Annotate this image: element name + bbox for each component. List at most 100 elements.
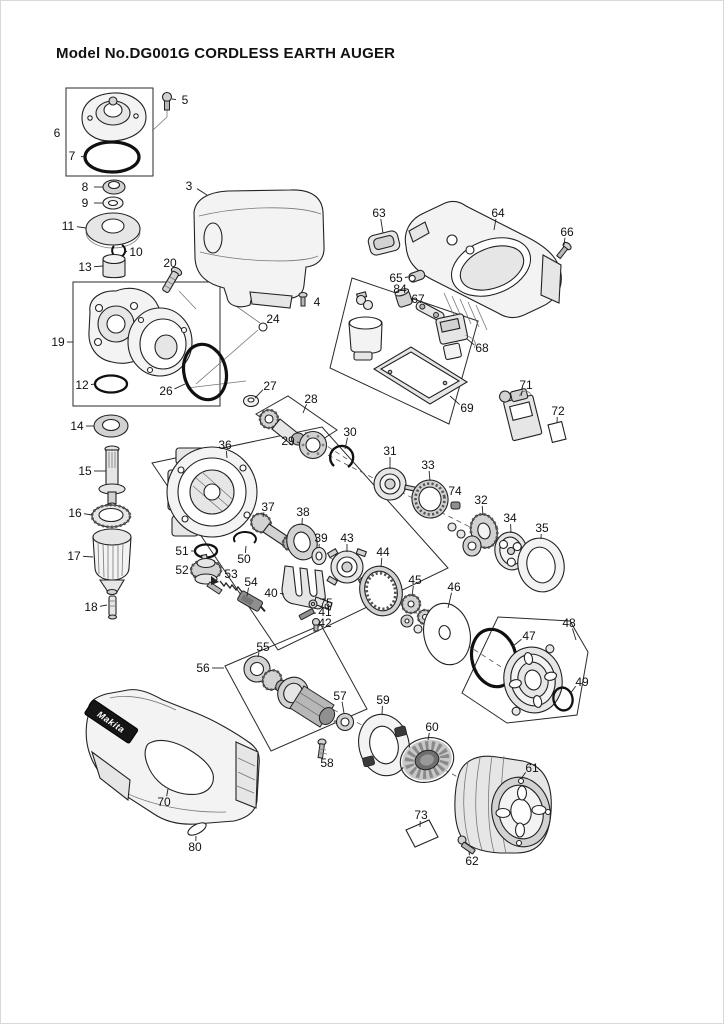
leader-line-61 — [520, 771, 527, 780]
part-36-gear-housing — [166, 446, 258, 538]
leader-line-46 — [447, 592, 452, 609]
part-number-19: 19 — [51, 335, 65, 349]
part-number-32: 32 — [474, 493, 488, 507]
leader-line-45 — [411, 585, 414, 597]
part-number-18: 18 — [84, 600, 98, 614]
part-74-pin — [450, 501, 461, 510]
part-8-nut — [102, 179, 126, 195]
part-number-29: 29 — [281, 434, 295, 448]
part-number-11: 11 — [62, 219, 75, 233]
leader-line-10 — [123, 250, 128, 252]
part-number-65: 65 — [389, 271, 403, 285]
part-number-47: 47 — [522, 629, 536, 643]
part-number-12: 12 — [75, 378, 89, 392]
leader-line-60 — [427, 732, 430, 741]
part-number-31: 31 — [383, 444, 397, 458]
part-48-bearing-retainer — [503, 644, 563, 716]
part-53-spring — [219, 580, 243, 593]
part-number-15: 15 — [78, 464, 92, 478]
part-number-33: 33 — [421, 458, 435, 472]
part-39-washer — [311, 546, 327, 566]
part-30-snap-ring — [329, 444, 355, 468]
part-3-gear-cover — [193, 189, 325, 309]
leader-line-33 — [428, 470, 431, 482]
leader-line-63 — [380, 218, 384, 234]
part-number-45: 45 — [408, 573, 422, 587]
leader-line-48 — [571, 628, 577, 641]
part-number-70: 70 — [157, 795, 171, 809]
part-number-20: 20 — [163, 256, 177, 270]
part-46-baffle-disc — [423, 602, 471, 666]
part-57-bearing — [335, 712, 355, 732]
part-number-71: 71 — [519, 378, 533, 392]
part-5-screw — [161, 91, 173, 111]
part-number-7: 7 — [69, 149, 76, 163]
leader-line-69 — [449, 395, 460, 405]
part-number-17: 17 — [67, 549, 81, 563]
leader-line-27 — [254, 389, 264, 399]
part-number-73: 73 — [414, 808, 428, 822]
leader-line-16 — [83, 513, 93, 516]
part-65-lever — [408, 269, 426, 283]
part-13-sleeve — [102, 253, 126, 279]
part-6-head-cover — [81, 92, 147, 142]
part-20-bolt — [162, 266, 183, 293]
leader-line-11 — [76, 226, 87, 229]
part-15-spindle-shaft — [98, 445, 126, 508]
part-number-74: 74 — [448, 484, 462, 498]
part-number-80: 80 — [188, 840, 202, 854]
part-59-baffle-plate — [358, 713, 410, 777]
part-number-53: 53 — [224, 567, 238, 581]
part-number-72: 72 — [551, 404, 565, 418]
leader-line-7 — [80, 156, 86, 158]
part-80-label — [187, 822, 207, 836]
part-number-63: 63 — [372, 206, 386, 220]
part-number-37: 37 — [261, 500, 275, 514]
part-34-planet-carrier — [494, 531, 528, 571]
part-68-switch — [435, 313, 476, 361]
leader-line-66 — [563, 237, 566, 246]
part-number-28: 28 — [304, 392, 318, 406]
part-number-16: 16 — [68, 506, 82, 520]
leader-line-70 — [166, 788, 169, 797]
part-29-bearing — [298, 430, 328, 460]
leader-line-12 — [90, 383, 96, 385]
part-number-34: 34 — [503, 511, 517, 525]
part-number-26: 26 — [159, 384, 173, 398]
part-71-connector-assembly — [498, 388, 543, 442]
leader-line-47 — [511, 638, 522, 648]
part-26-o-ring — [181, 342, 229, 402]
part-19-crank-housing-assembly — [88, 287, 193, 377]
leader-line-17 — [82, 555, 94, 558]
part-73-label — [405, 819, 439, 848]
part-54-terminal — [237, 590, 266, 613]
dust-cup — [348, 316, 383, 361]
part-14-bearing — [93, 414, 129, 438]
part-number-69: 69 — [460, 401, 474, 415]
part-number-41: 41 — [318, 605, 332, 619]
part-58-screw — [317, 738, 328, 759]
part-number-39: 39 — [314, 531, 328, 545]
part-number-46: 46 — [447, 580, 461, 594]
part-number-49: 49 — [575, 675, 589, 689]
armature-assembly — [261, 668, 343, 728]
part-69-controller-plate — [372, 346, 469, 405]
part-67-lock-lever — [415, 301, 445, 322]
leader-line-30 — [344, 437, 348, 450]
part-number-9: 9 — [82, 196, 89, 210]
leader-line-5 — [171, 98, 177, 100]
part-number-58: 58 — [320, 756, 334, 770]
part-27-washer — [242, 394, 260, 408]
leader-line-3 — [196, 188, 208, 196]
part-number-5: 5 — [182, 93, 189, 107]
part-number-56: 56 — [196, 661, 210, 675]
part-63-button — [367, 230, 401, 256]
part-number-8: 8 — [82, 180, 89, 194]
part-17-chuck — [92, 528, 132, 596]
part-number-35: 35 — [535, 521, 549, 535]
part-number-42: 42 — [318, 616, 332, 630]
part-number-50: 50 — [237, 552, 251, 566]
part-44-internal-gear — [359, 565, 403, 617]
part-31-cam — [373, 467, 416, 501]
